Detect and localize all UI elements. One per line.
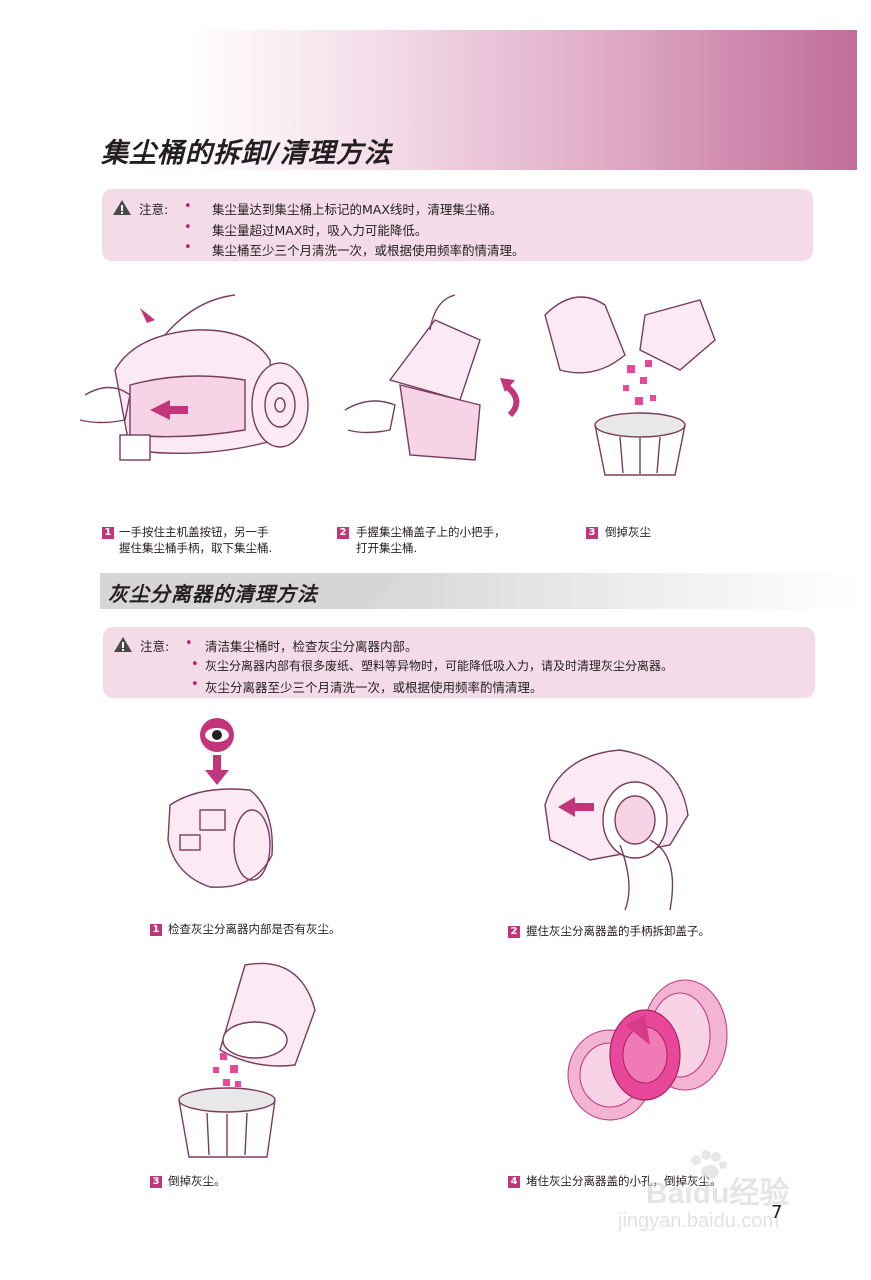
notice-label: 注意:	[139, 202, 169, 217]
notice-item: 集尘桶至少三个月清洗一次，或根据使用频率酌情清理。	[212, 243, 525, 258]
baidu-watermark: Baidu经验 jingyan.baidu.com	[618, 1150, 828, 1250]
step-number: 2	[337, 527, 349, 539]
page-title: 集尘桶的拆卸/清理方法	[101, 138, 392, 169]
paw-icon	[691, 1150, 727, 1179]
bullet: •	[191, 677, 199, 692]
step-number: 2	[508, 926, 520, 938]
vacuum-dustbin-removal-illustration	[79, 294, 309, 461]
step-number: 1	[102, 527, 114, 539]
section-heading: 灰尘分离器的清理方法	[108, 582, 318, 606]
bullet: •	[184, 220, 192, 235]
notice-item: 集尘量达到集尘桶上标记的MAX线时，清理集尘桶。	[212, 202, 503, 217]
step-caption: 握住灰尘分离器盖的手柄拆卸盖子。	[526, 924, 710, 938]
notice-label: 注意:	[140, 639, 170, 654]
notice-box-1: 注意: • 集尘量达到集尘桶上标记的MAX线时，清理集尘桶。 • 集尘量超过MA…	[102, 189, 813, 261]
watermark-line2: jingyan.baidu.com	[618, 1210, 780, 1232]
bullet: •	[184, 240, 192, 255]
warning-icon	[113, 200, 131, 215]
notice-box-2: 注意: • 清洁集尘桶时，检查灰尘分离器内部。 • 灰尘分离器内部有很多废纸、塑…	[103, 627, 815, 698]
remove-separator-lid-illustration	[544, 749, 689, 911]
warning-icon	[114, 637, 132, 652]
step-caption-line: 手握集尘桶盖子上的小把手，	[356, 525, 506, 539]
notice-item: 集尘量超过MAX时，吸入力可能降低。	[212, 223, 428, 238]
empty-separator-dust-illustration	[178, 962, 316, 1158]
step-caption: 倒掉灰尘。	[168, 1174, 226, 1188]
page-number: 7	[771, 1202, 783, 1223]
watermark-line1: Baidu经验	[646, 1177, 790, 1210]
step-number: 3	[150, 1176, 162, 1188]
step-caption: 堵住灰尘分离器盖的小孔，倒掉灰尘。	[526, 1174, 722, 1188]
separator-lid-pink-illustration	[567, 979, 728, 1121]
step-caption-line: 倒掉灰尘	[605, 525, 651, 539]
section-heading-tab	[100, 573, 400, 609]
bullet: •	[185, 636, 193, 651]
step-number: 1	[150, 924, 162, 936]
notice-item: 灰尘分离器至少三个月清洗一次，或根据使用频率酌情清理。	[205, 680, 543, 695]
open-dustbin-illustration	[344, 294, 520, 461]
notice-item: 灰尘分离器内部有很多废纸、塑料等异物时，可能降低吸入力，请及时清理灰尘分离器。	[205, 659, 674, 673]
step-caption: 检查灰尘分离器内部是否有灰尘。	[168, 922, 341, 936]
bullet: •	[191, 657, 199, 672]
step-number: 4	[508, 1176, 520, 1188]
header-gradient-band	[185, 30, 857, 170]
empty-dust-illustration	[544, 296, 716, 476]
step-caption-line: 握住集尘桶手柄，取下集尘桶.	[119, 541, 273, 555]
bullet: •	[184, 199, 192, 214]
check-separator-illustration	[167, 718, 274, 888]
step-number: 3	[586, 527, 598, 539]
step-caption-line: 打开集尘桶.	[356, 541, 418, 555]
step-caption-line: 一手按住主机盖按钮，另一手	[119, 525, 269, 539]
notice-item: 清洁集尘桶时，检查灰尘分离器内部。	[205, 639, 418, 654]
